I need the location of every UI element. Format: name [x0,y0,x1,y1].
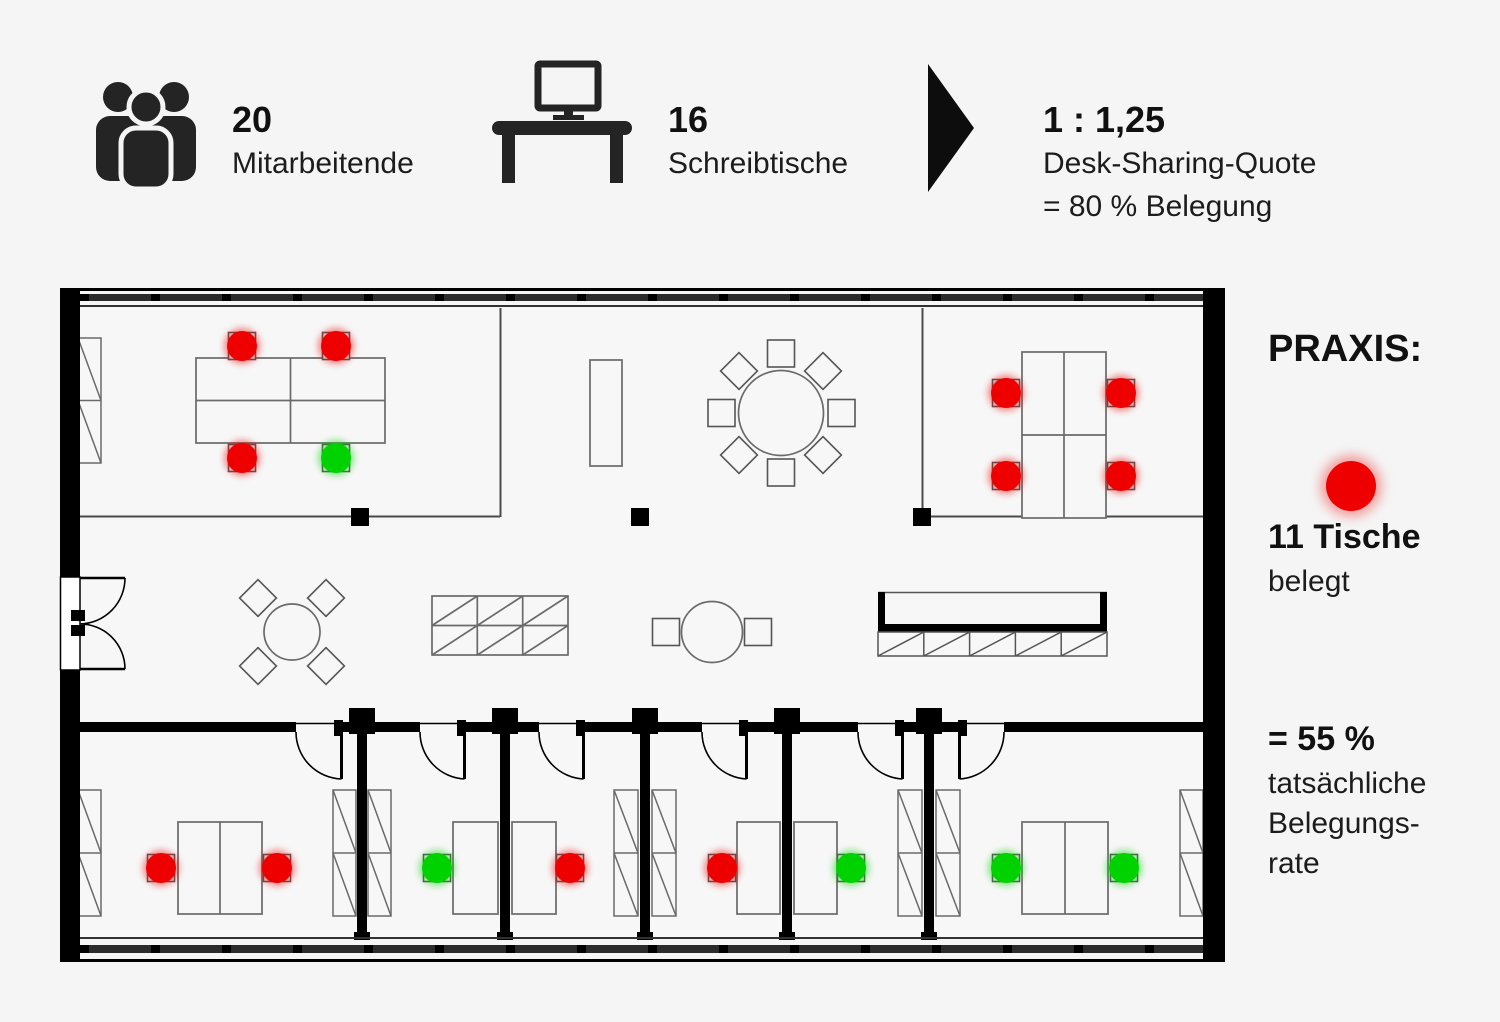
cabinet [367,789,392,917]
stat-employees-value: 20 [232,99,273,140]
column [631,508,649,526]
seat-marker-occupied [991,378,1021,408]
cabinet [77,337,102,464]
kitchen-counter [877,591,1108,657]
legend-occupied-label: belegt [1268,565,1350,598]
cabinet [1179,789,1204,917]
round-table-small [263,603,321,661]
legend-occupied-dot [1326,461,1376,511]
arrow-right-icon [928,64,974,197]
entrance-door [59,576,126,671]
desk-cluster-top-left [195,357,386,444]
window-wall-top [60,288,1225,309]
seat-marker-occupied [1106,461,1136,491]
round-table-duo [680,600,744,664]
stat-employees-label: Mitarbeitende [232,147,414,180]
desk-icon [492,60,632,189]
cabinet [935,789,961,917]
seat-marker-free [991,853,1021,883]
seat-marker-occupied [321,331,351,361]
legend-rate-line-2: Belegungs- [1268,807,1420,840]
cabinet [897,789,923,917]
seat-marker-free [321,443,351,473]
legend-rate-label: tatsächliche Belegungs- rate [1268,764,1426,884]
seat-marker-occupied [262,853,292,883]
column [351,508,369,526]
seat-marker-occupied [227,331,257,361]
room-partition-lines [80,308,1203,518]
legend-title: PRAXIS: [1268,328,1423,370]
walls [60,288,1225,962]
seat-marker-occupied [227,443,257,473]
legend-rate-line-3: rate [1268,847,1320,880]
cabinet [77,789,102,917]
legend-occupied-value: 11 Tische [1268,518,1421,556]
cabinet [613,789,639,917]
stat-desks-label: Schreibtische [668,147,849,180]
desk-cluster-top-right [1021,351,1107,519]
stat-employees: 20 Mitarbeitende [232,98,414,185]
seat-marker-free [1109,853,1139,883]
office-desks [177,821,1109,915]
hatched-table [431,595,569,656]
cabinet [332,789,357,917]
seat-marker-occupied [146,853,176,883]
stat-desks: 16 Schreibtische [668,98,848,185]
door-hinge-nubs [334,720,967,736]
seat-marker-occupied [991,461,1021,491]
legend-rate-value: = 55 % [1268,720,1375,758]
stat-quote-value: 1 : 1,25 [1043,99,1166,140]
seat-marker-occupied [555,853,585,883]
cabinet [651,789,677,917]
cabinets [77,337,1204,917]
stat-desks-value: 16 [668,99,709,140]
office-doors [295,731,1005,780]
people-icon [85,76,207,195]
seat-marker-occupied [1106,378,1136,408]
window-wall-bottom [60,937,1225,962]
stat-quote: 1 : 1,25 Desk-Sharing-Quote = 80 % Beleg… [1043,98,1316,228]
stat-quote-label2: = 80 % Belegung [1043,190,1273,223]
furniture [177,351,1109,915]
seat-marker-occupied [707,853,737,883]
shelf [589,359,623,467]
column [913,508,931,526]
stat-quote-label: Desk-Sharing-Quote [1043,147,1317,180]
legend-rate-line-1: tatsächliche [1268,767,1427,800]
round-table-large [737,369,825,457]
seat-marker-free [422,853,452,883]
seat-marker-free [836,853,866,883]
